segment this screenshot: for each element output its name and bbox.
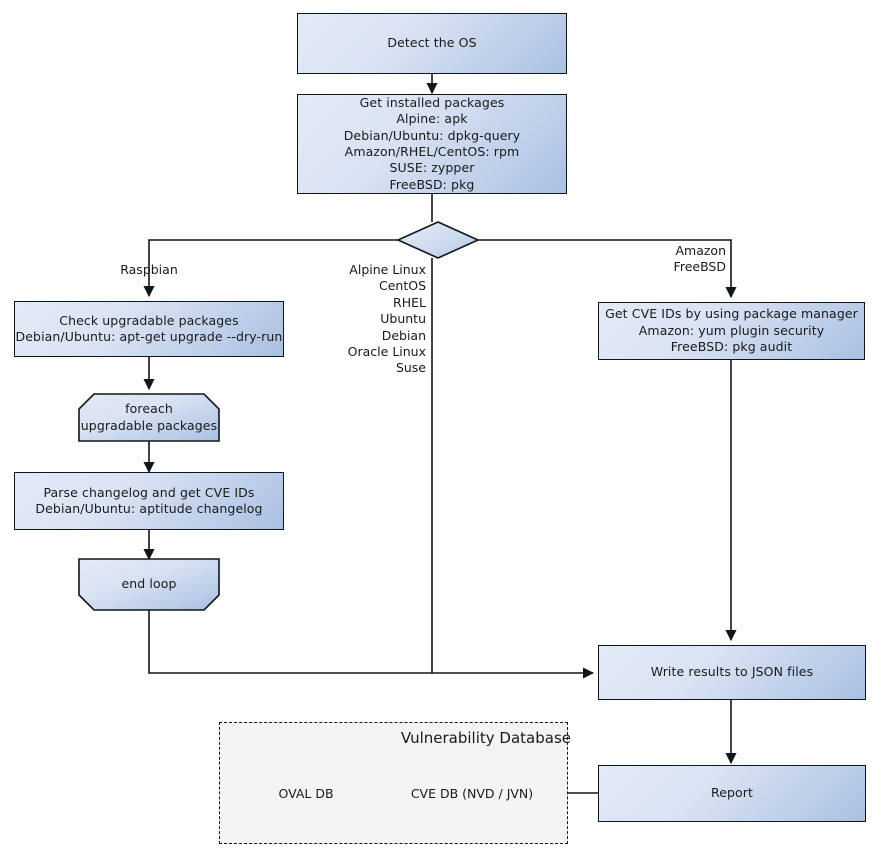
node-end-loop[interactable]: end loop xyxy=(79,559,219,610)
vulnerability-database-group: Vulnerability Database xyxy=(219,722,571,844)
decision-diamond xyxy=(396,221,480,259)
end-loop-label: end loop xyxy=(121,576,177,592)
edge-decision-left xyxy=(143,239,398,298)
node-get-installed-packages[interactable]: Get installed packages Alpine: apk Debia… xyxy=(297,94,567,194)
node-report[interactable]: Report xyxy=(598,765,866,822)
node-get-cve-ids[interactable]: Get CVE IDs by using package manager Ama… xyxy=(598,302,865,360)
node-parse-changelog[interactable]: Parse changelog and get CVE IDs Debian/U… xyxy=(14,472,284,530)
foreach-loop-shape xyxy=(78,393,220,442)
edge-decision-right xyxy=(478,239,737,299)
node-write-results-json[interactable]: Write results to JSON files xyxy=(598,645,866,700)
node-check-upgradable-packages[interactable]: Check upgradable packages Debian/Ubuntu:… xyxy=(14,301,284,357)
edge-label-raspbian: Raspbian xyxy=(120,262,178,277)
edge-label-right-branch: Amazon FreeBSD xyxy=(673,243,726,275)
foreach-loop-label: foreach upgradable packages xyxy=(80,401,218,433)
vulnerability-database-title: Vulnerability Database xyxy=(400,729,571,747)
node-detect-os[interactable]: Detect the OS xyxy=(297,13,567,74)
node-foreach-loop[interactable]: foreach upgradable packages xyxy=(79,394,219,441)
edge-endloop-to-write xyxy=(148,610,595,679)
edge-label-middle-branch: Alpine Linux CentOS RHEL Ubuntu Debian O… xyxy=(347,262,426,376)
end-loop-shape xyxy=(78,558,220,611)
